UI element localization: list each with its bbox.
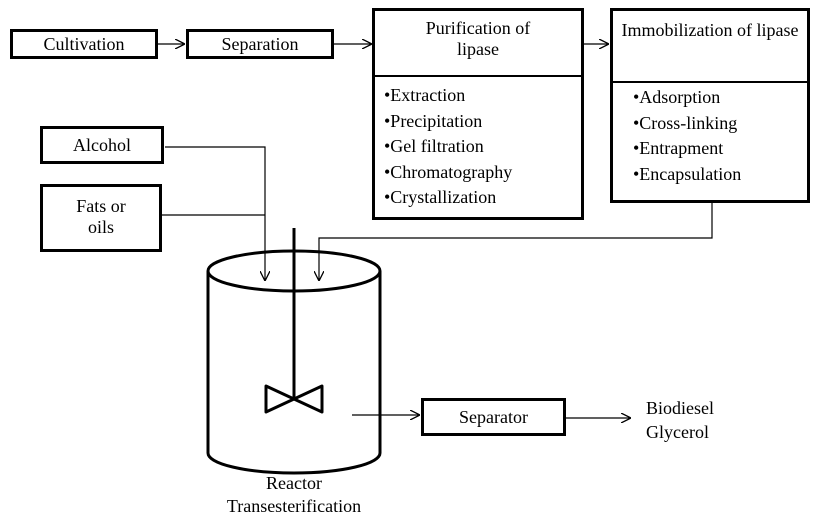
immobilization-box: Immobilization of lipase •Adsorption •Cr… xyxy=(610,8,810,203)
purification-title: Purification of lipase xyxy=(425,18,531,59)
cultivation-box: Cultivation xyxy=(10,29,158,59)
product-biodiesel: Biodiesel xyxy=(646,398,714,418)
purification-method-list: •Extraction •Precipitation •Gel filtrati… xyxy=(384,83,512,211)
product-glycerol: Glycerol xyxy=(646,422,709,442)
list-item: •Chromatography xyxy=(384,161,513,182)
alcohol-box: Alcohol xyxy=(40,126,164,164)
agitator-impeller xyxy=(264,384,324,414)
list-item: •Entrapment xyxy=(633,138,724,158)
arrow-lipase-to-reactor xyxy=(319,202,713,280)
separation-label: Separation xyxy=(221,34,299,54)
immobilization-divider xyxy=(613,81,807,83)
separator-label: Separator xyxy=(459,407,528,427)
immobilization-title: Immobilization of lipase xyxy=(621,20,799,40)
separation-box: Separation xyxy=(186,29,334,59)
fats-or-oils-label: Fats or oils xyxy=(76,196,126,237)
list-item: •Extraction xyxy=(384,85,466,105)
arrow-alcohol-to-reactor xyxy=(165,146,265,280)
purification-divider xyxy=(375,75,581,77)
process-label: Transesterification xyxy=(226,496,362,516)
list-item: •Encapsulation xyxy=(633,163,742,184)
list-item: •Cross-linking xyxy=(633,112,738,133)
list-item: •Adsorption xyxy=(633,87,721,107)
immobilization-method-list: •Adsorption •Cross-linking •Entrapment •… xyxy=(633,85,741,187)
fats-or-oils-box: Fats or oils xyxy=(40,184,162,252)
cultivation-label: Cultivation xyxy=(43,34,125,54)
separator-box: Separator xyxy=(421,398,566,436)
alcohol-label: Alcohol xyxy=(73,135,131,155)
list-item: •Gel filtration xyxy=(384,136,484,156)
list-item: •Crystallization xyxy=(384,187,497,207)
reactor-label: Reactor xyxy=(266,473,322,493)
list-item: •Precipitation xyxy=(384,110,483,131)
purification-box: Purification of lipase •Extraction •Prec… xyxy=(372,8,584,220)
reactor-vessel xyxy=(206,271,382,475)
